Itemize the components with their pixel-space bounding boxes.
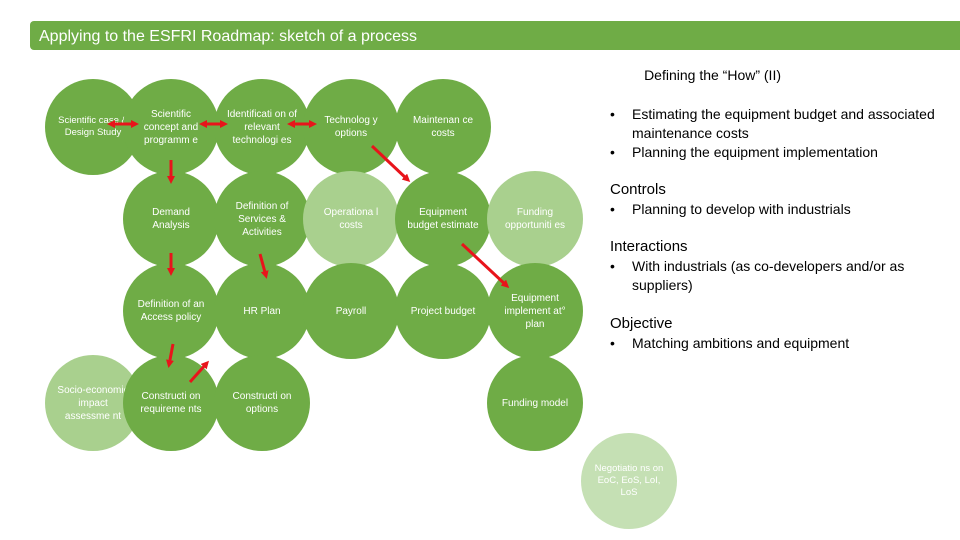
objective-heading: Objective [610,315,673,332]
arrow-equipment-budget-plan [460,242,510,289]
controls-bullet: • Planning to develop with industrials [610,201,851,217]
intro-bullet: • Planning the equipment implementation [610,144,878,160]
node-equipment-implementation-plan: Equipment implement at° plan [487,263,583,359]
controls-heading: Controls [610,181,666,198]
node-funding-opportunities: Funding opportuniti es [487,171,583,267]
node-construction-requirements: Constructi on requireme nts [123,355,219,451]
node-access-policy: Definition of an Access policy [123,263,219,359]
node-hr-plan: HR Plan [214,263,310,359]
arrow-services-hr [258,253,269,279]
bullet-dot: • [610,201,615,217]
bullet-dot: • [610,258,615,274]
arrow-construction-requirements-options [188,360,210,384]
node-payroll: Payroll [303,263,399,359]
interactions-bullet: • With industrials (as co-developers and… [610,258,905,293]
node-operational-costs: Operationa l costs [303,171,399,267]
title-bar: Applying to the ESFRI Roadmap: sketch of… [30,21,960,50]
objective-bullet: • Matching ambitions and equipment [610,335,850,351]
interactions-heading: Interactions [610,238,688,255]
node-maintenance-costs: Maintenan ce costs [395,79,491,175]
node-project-budget: Project budget [395,263,491,359]
node-demand-analysis: Demand Analysis [123,171,219,267]
node-negotiations: Negotiatio ns on EoC, EoS, LoI, LoS [581,433,677,529]
info-panel: • Estimating the equipment budget and as… [610,105,950,353]
bullet-dot: • [610,106,615,122]
node-technology-options: Technolog y options [303,79,399,175]
node-definition-services: Definition of Services & Activities [214,171,310,267]
bullet-dot: • [610,335,615,351]
node-funding-model: Funding model [487,355,583,451]
arrow-access-construction [166,343,175,368]
page-title: Applying to the ESFRI Roadmap: sketch of… [39,28,417,45]
node-construction-options: Constructi on options [214,355,310,451]
node-equipment-budget: Equipment budget estimate [395,171,491,267]
section-subtitle: Defining the “How” (II) [644,67,781,83]
intro-bullet: • Estimating the equipment budget and as… [610,106,935,141]
bullet-dot: • [610,144,615,160]
arrow-technology-equipment-budget [370,144,411,183]
